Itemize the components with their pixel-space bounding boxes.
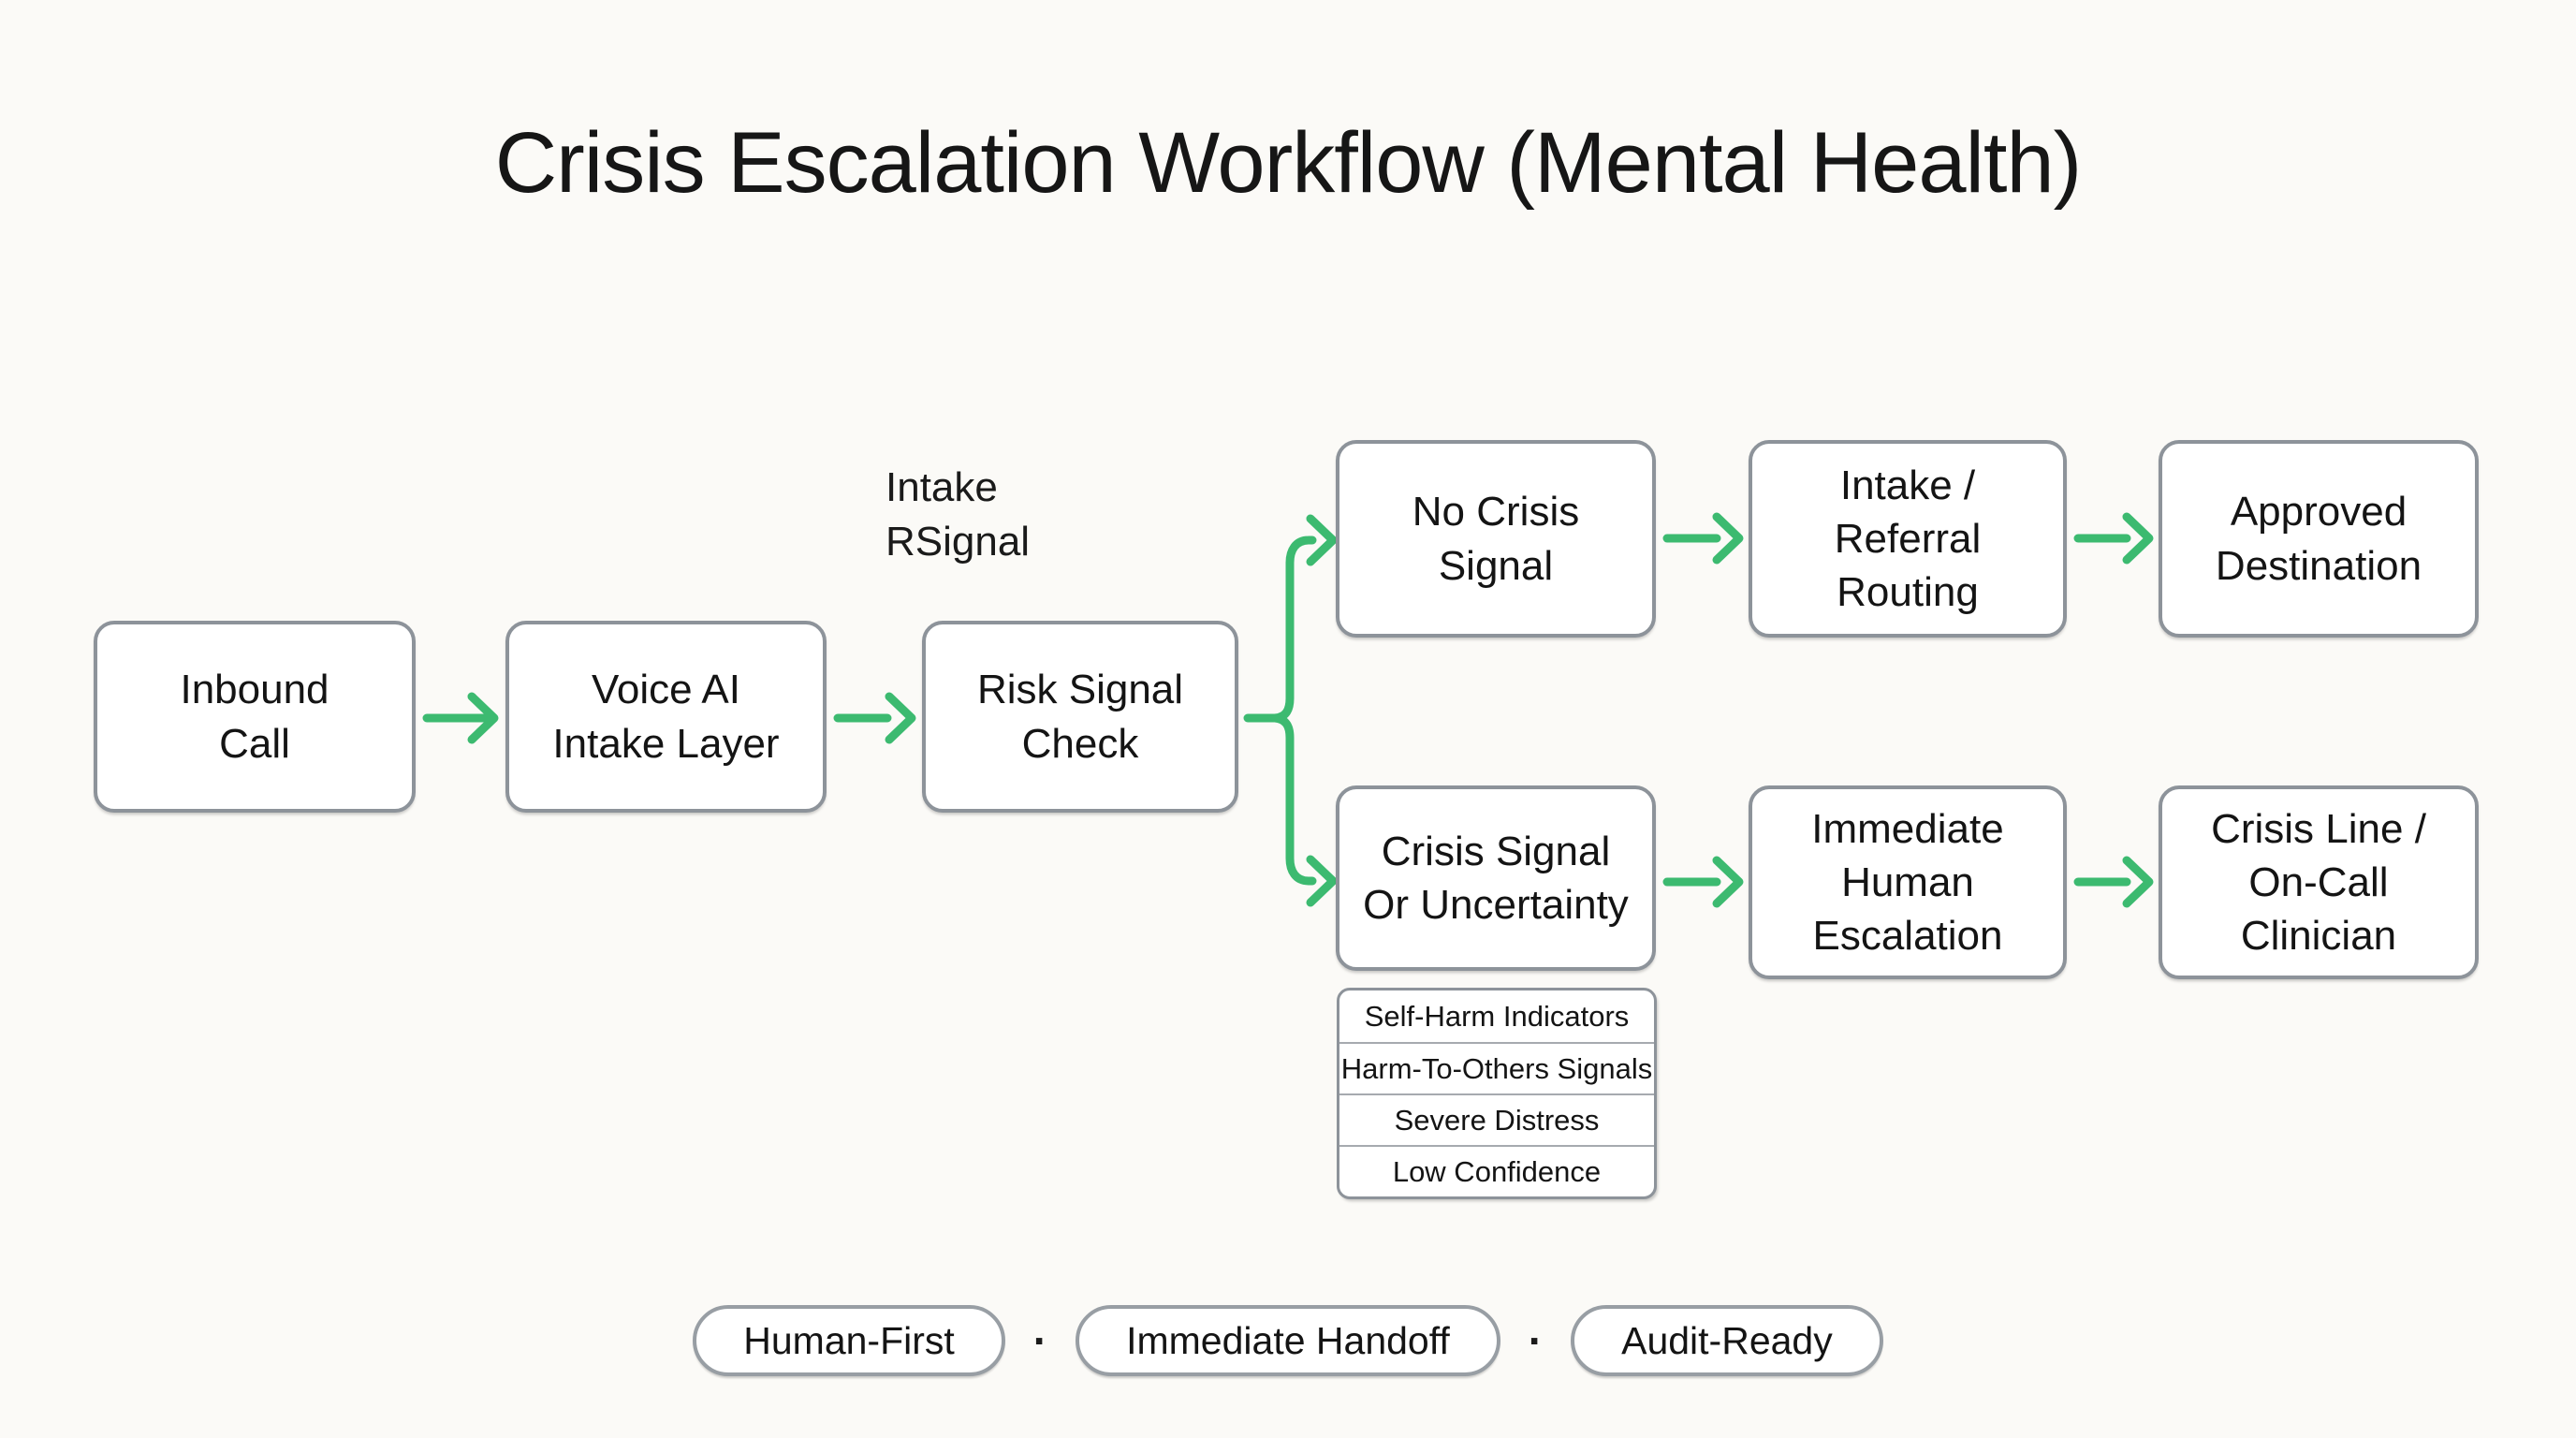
risk-indicator-item: Self-Harm Indicators <box>1364 999 1630 1033</box>
footer-badges: Human-First · Immediate Handoff · Audit-… <box>0 1304 2576 1377</box>
arrow-voice-to-risk <box>833 692 916 744</box>
badge-human-first: Human-First <box>693 1305 1005 1376</box>
node-inbound-call: Inbound Call <box>94 621 416 813</box>
node-crisis-line-on-call-clinician: Crisis Line / On-Call Clinician <box>2159 785 2479 979</box>
risk-indicator-item: Severe Distress <box>1339 1093 1654 1145</box>
badge-audit-ready: Audit-Ready <box>1571 1305 1883 1376</box>
badge-separator: · <box>1032 1316 1048 1365</box>
node-risk-signal-check: Risk Signal Check <box>922 621 1238 813</box>
node-immediate-human-escalation: Immediate Human Escalation <box>1749 785 2067 979</box>
node-crisis-signal-or-uncertainty: Crisis Signal Or Uncertainty <box>1336 785 1656 971</box>
badge-immediate-handoff: Immediate Handoff <box>1076 1305 1500 1376</box>
risk-indicator-item: Low Confidence <box>1339 1145 1654 1196</box>
node-voice-ai-intake-layer: Voice AI Intake Layer <box>505 621 827 813</box>
arrow-escalation-to-clinician <box>2073 856 2154 908</box>
arrow-routing-to-approved <box>2073 512 2154 565</box>
badge-separator: · <box>1528 1316 1544 1365</box>
page-title: Crisis Escalation Workflow (Mental Healt… <box>494 115 2083 211</box>
arrow-branch-to-no-crisis <box>1270 514 1338 723</box>
node-no-crisis-signal: No Crisis Signal <box>1336 440 1656 638</box>
arrow-crisis-to-escalation <box>1662 856 1744 908</box>
floating-label-intake-risk-signal: Intake RSignal <box>886 464 1031 565</box>
risk-indicator-item: Harm-To-Others Signals <box>1339 1042 1654 1093</box>
risk-indicator-list: Self-Harm Indicators Harm-To-Others Sign… <box>1337 988 1657 1199</box>
arrow-no-crisis-to-routing <box>1662 512 1744 565</box>
node-approved-destination: Approved Destination <box>2159 440 2479 638</box>
arrow-branch-to-crisis <box>1270 713 1338 907</box>
node-intake-referral-routing: Intake / Referral Routing <box>1749 440 2067 638</box>
arrow-inbound-to-voice <box>422 692 499 744</box>
